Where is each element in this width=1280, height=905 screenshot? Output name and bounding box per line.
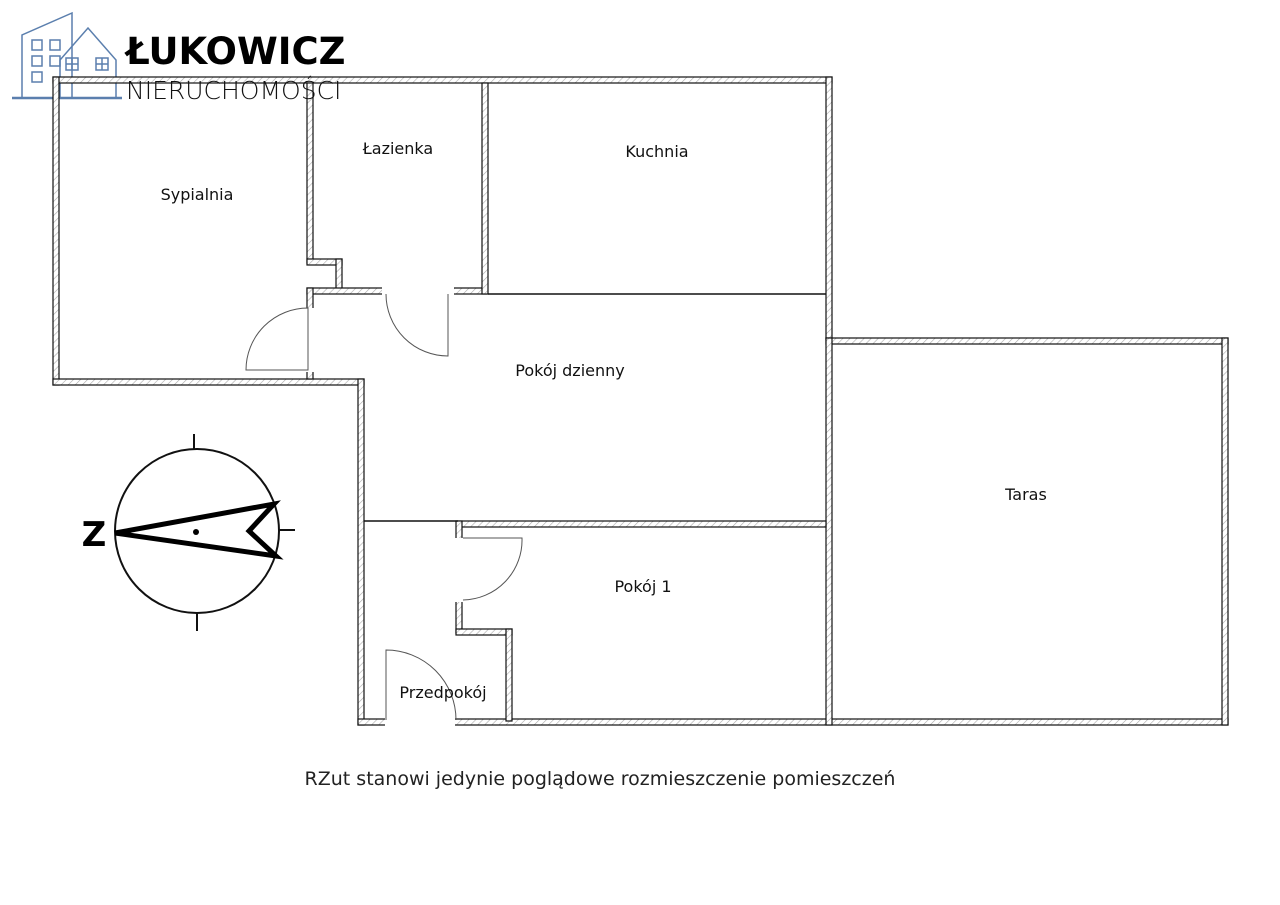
room-label-pokoj-dzienny: Pokój dzienny [515, 361, 624, 380]
room-label-przedpokoj: Przedpokój [399, 683, 486, 702]
room-label-lazienka: Łazienka [362, 139, 433, 158]
walls [52, 76, 1229, 726]
compass-icon: Z [82, 434, 295, 631]
logo-icon [12, 11, 122, 100]
room-label-kuchnia: Kuchnia [625, 142, 688, 161]
logo-name: ŁUKOWICZ [126, 30, 346, 73]
room-label-pokoj-1: Pokój 1 [614, 577, 671, 596]
room-label-sypialnia: Sypialnia [161, 185, 234, 204]
room-label-taras: Taras [1004, 485, 1047, 504]
doors [245, 287, 523, 727]
disclaimer-note: RZut stanowi jedynie poglądowe rozmieszc… [304, 768, 896, 790]
logo-subtitle: NIERUCHOMOŚCI [126, 76, 342, 105]
compass-label: Z [82, 515, 107, 555]
